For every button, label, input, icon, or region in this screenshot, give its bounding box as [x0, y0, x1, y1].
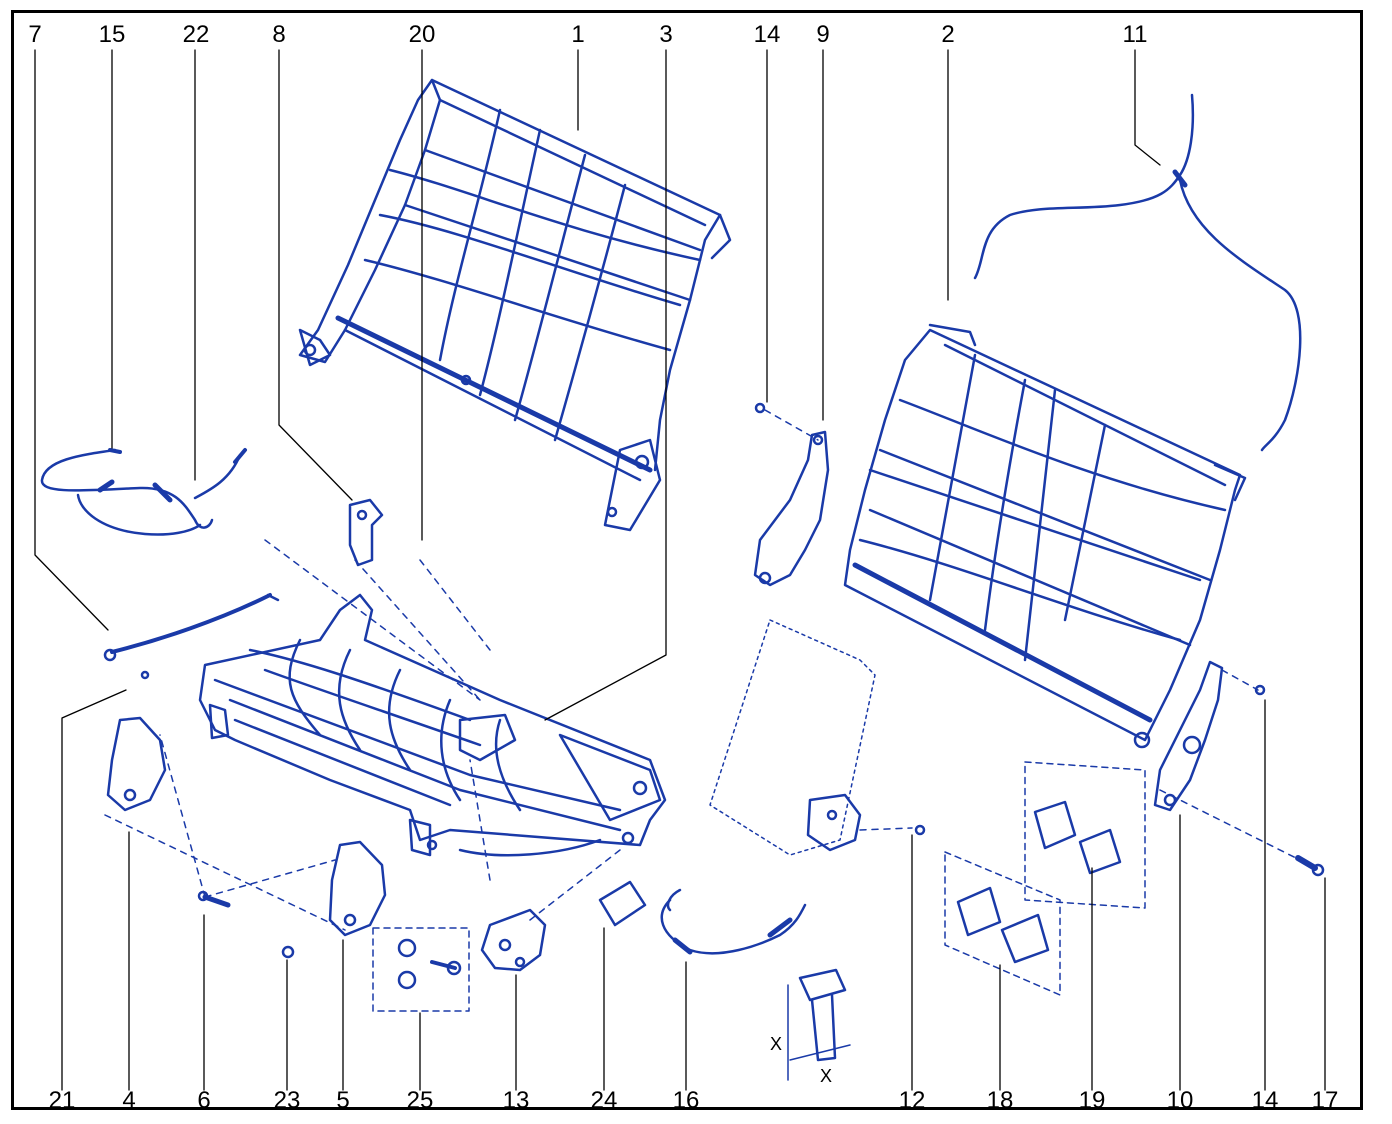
seat-back-frame-right: [843, 323, 1247, 749]
latch-13: [480, 908, 547, 972]
cable-11: [973, 93, 1302, 452]
callout-bottom-23: 23: [273, 1087, 301, 1114]
cable-16: [660, 888, 807, 955]
callout-bottom-19: 19: [1078, 1087, 1106, 1114]
screw-17: [1295, 855, 1325, 877]
hinge-10: [1153, 660, 1266, 812]
assembly-lines: [104, 409, 1301, 931]
callout-bottom-10: 10: [1166, 1087, 1194, 1114]
callout-top-9: 9: [816, 21, 830, 48]
callout-top-22: 22: [182, 21, 210, 48]
dimension-x-horizontal: X: [820, 1066, 832, 1086]
plates-18: [944, 851, 1061, 996]
latch-12: [806, 793, 926, 852]
callout-top-2: 2: [941, 21, 955, 48]
callout-bottom-24: 24: [590, 1087, 618, 1114]
callout-bottom-21: 21: [48, 1087, 76, 1114]
bracket-8: [348, 498, 384, 567]
rod-7: [103, 593, 280, 680]
leader-lines: [34, 49, 1326, 1091]
callout-bottom-6: 6: [197, 1087, 211, 1114]
dimension-x-vertical: X: [770, 1034, 782, 1054]
callout-bottom-17: 17: [1311, 1087, 1339, 1114]
callout-bottom-4: 4: [122, 1087, 136, 1114]
callout-top-14: 14: [753, 21, 781, 48]
callout-bottom-14: 14: [1251, 1087, 1279, 1114]
seat-cushion-frame: [198, 593, 667, 857]
callout-top-7: 7: [28, 21, 42, 48]
cover-panel: [709, 619, 876, 856]
callout-top-15: 15: [98, 21, 126, 48]
hinge-4: [106, 716, 167, 812]
callout-bottom-25: 25: [406, 1087, 434, 1114]
cable-22: [193, 448, 247, 500]
callout-top-20: 20: [408, 21, 436, 48]
bolt-dimension-sketch: X X: [770, 968, 851, 1086]
screw-23: [281, 945, 295, 959]
plate-24: [598, 880, 647, 927]
callout-bottom-12: 12: [898, 1087, 926, 1114]
callout-bottom-13: 13: [502, 1087, 530, 1114]
callout-top-1: 1: [571, 21, 585, 48]
pin-6: [197, 890, 231, 908]
callout-bottom-18: 18: [986, 1087, 1014, 1114]
hinge-9: [753, 402, 830, 587]
callout-top-3: 3: [659, 21, 673, 48]
plates-19: [1024, 761, 1146, 909]
hinge-5: [328, 840, 387, 937]
callout-bottom-5: 5: [336, 1087, 350, 1114]
cable-15: [40, 448, 214, 536]
kit-25: [372, 927, 470, 1012]
callout-bottom-16: 16: [672, 1087, 700, 1114]
callout-top-8: 8: [272, 21, 286, 48]
callout-top-11: 11: [1122, 21, 1148, 48]
